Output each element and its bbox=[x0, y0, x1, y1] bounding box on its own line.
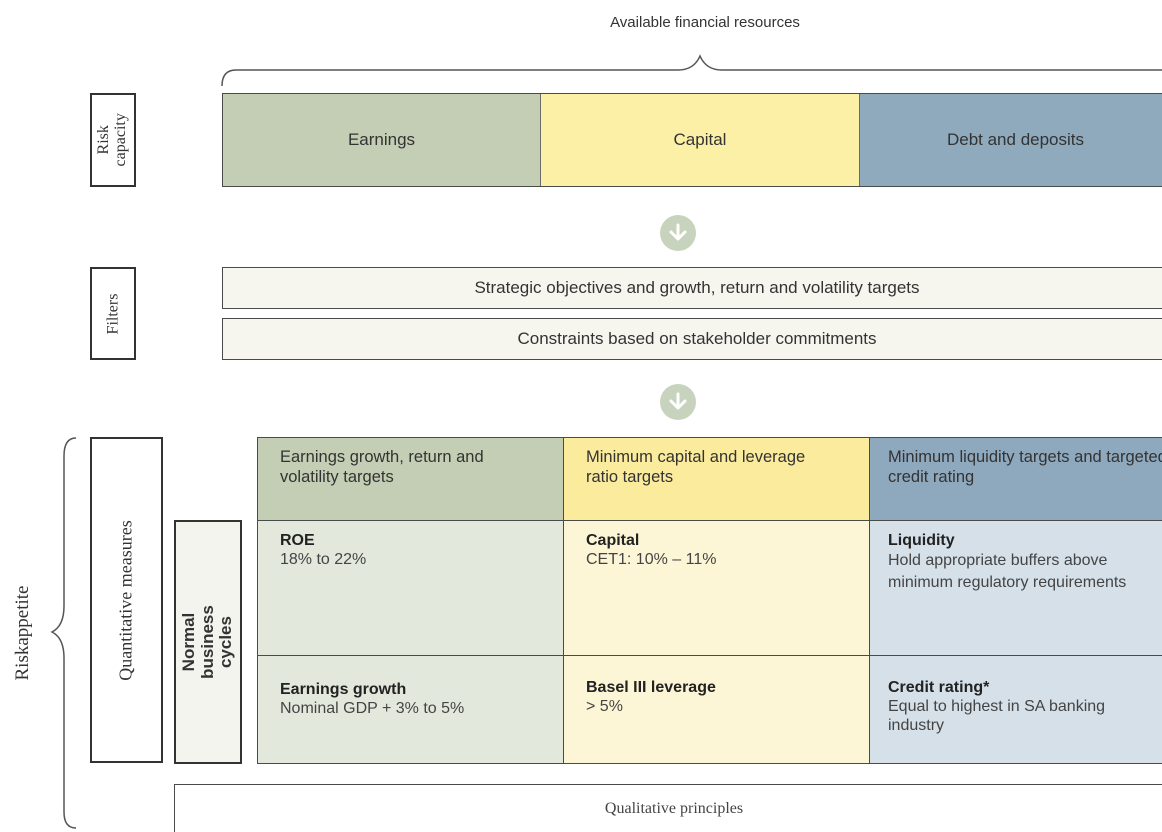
earnings-growth-cell: Earnings growth Nominal GDP + 3% to 5% bbox=[257, 655, 564, 764]
column-header-earnings: Earnings growth, return and volatility t… bbox=[257, 437, 564, 521]
capital-target-cell: Capital CET1: 10% – 11% bbox=[563, 520, 870, 656]
available-resources-title: Available financial resources bbox=[610, 14, 800, 31]
filter-bar-constraints: Constraints based on stakeholder commitm… bbox=[222, 318, 1162, 360]
credit-rating-title: Credit rating* bbox=[888, 679, 990, 696]
capital-cell: Capital bbox=[541, 94, 860, 186]
earnings-growth-value: Nominal GDP + 3% to 5% bbox=[280, 700, 465, 718]
down-arrow-icon bbox=[660, 215, 696, 251]
risk-capacity-label: Risk capacity bbox=[95, 113, 130, 167]
roe-cell: ROE 18% to 22% bbox=[257, 520, 564, 656]
quantitative-measures-label: Quantitative measures bbox=[116, 519, 137, 681]
down-arrow-icon bbox=[660, 384, 696, 420]
earnings-growth-title: Earnings growth bbox=[280, 681, 407, 698]
roe-value: 18% to 22% bbox=[280, 551, 367, 569]
capital-title: Capital bbox=[586, 532, 640, 549]
credit-rating-cell: Credit rating* Equal to highest in SA ba… bbox=[869, 655, 1162, 764]
normal-cycles-label: Normal business cycles bbox=[178, 605, 236, 679]
top-brace bbox=[221, 54, 1162, 87]
qualitative-principles-box: Qualitative principles bbox=[174, 784, 1162, 832]
filter-bar-strategic: Strategic objectives and growth, return … bbox=[222, 267, 1162, 309]
normal-cycles-label-box: Normal business cycles bbox=[174, 520, 242, 764]
risk-appetite-label: Riskappetite bbox=[12, 585, 33, 681]
basel-leverage-cell: Basel III leverage > 5% bbox=[563, 655, 870, 764]
column-header-liquidity: Minimum liquidity targets and targeted c… bbox=[869, 437, 1162, 521]
roe-title: ROE bbox=[280, 532, 315, 549]
liquidity-title: Liquidity bbox=[888, 532, 955, 549]
liquidity-value: Hold appropriate buffers above minimum r… bbox=[888, 552, 1127, 591]
debt-deposits-cell: Debt and deposits bbox=[860, 94, 1162, 186]
basel-leverage-title: Basel III leverage bbox=[586, 679, 716, 696]
column-header-capital: Minimum capital and leverage ratio targe… bbox=[563, 437, 870, 521]
filters-label: Filters bbox=[103, 293, 121, 334]
liquidity-cell: Liquidity Hold appropriate buffers above… bbox=[869, 520, 1162, 656]
credit-rating-value: Equal to highest in SA banking industry bbox=[888, 698, 1106, 735]
earnings-cell: Earnings bbox=[223, 94, 541, 186]
basel-leverage-value: > 5% bbox=[586, 698, 623, 716]
quantitative-measures-label-box: Quantitative measures bbox=[90, 437, 163, 763]
capital-value: CET1: 10% – 11% bbox=[586, 551, 717, 569]
risk-appetite-brace bbox=[50, 437, 77, 829]
risk-capacity-row: Earnings Capital Debt and deposits bbox=[222, 93, 1162, 187]
filters-label-box: Filters bbox=[90, 267, 136, 360]
risk-capacity-label-box: Risk capacity bbox=[90, 93, 136, 187]
